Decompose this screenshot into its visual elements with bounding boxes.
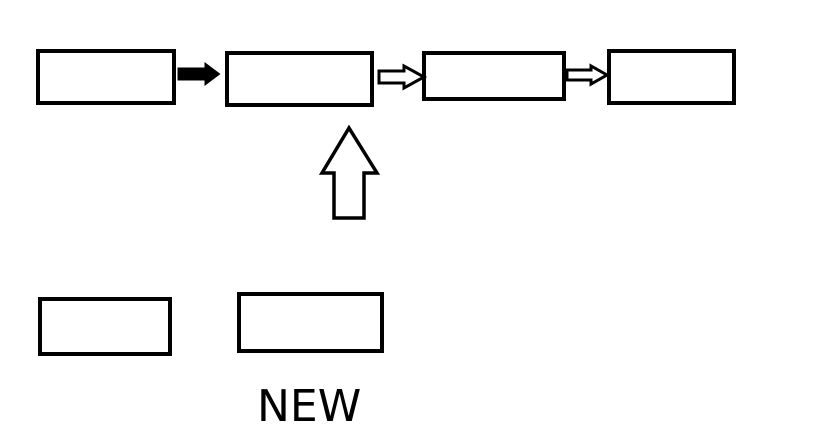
list-node-4 — [607, 49, 736, 105]
list-node-2 — [225, 51, 374, 107]
hollow-arrow-icon — [565, 63, 611, 87]
solid-arrow-icon — [177, 62, 221, 86]
list-node-1 — [36, 49, 176, 105]
new-node-label: NEW — [257, 381, 361, 432]
up-arrow-icon — [318, 124, 381, 220]
standalone-node — [38, 297, 172, 356]
list-node-3 — [422, 51, 566, 101]
hollow-arrow-icon — [377, 63, 428, 91]
new-node — [237, 292, 384, 353]
